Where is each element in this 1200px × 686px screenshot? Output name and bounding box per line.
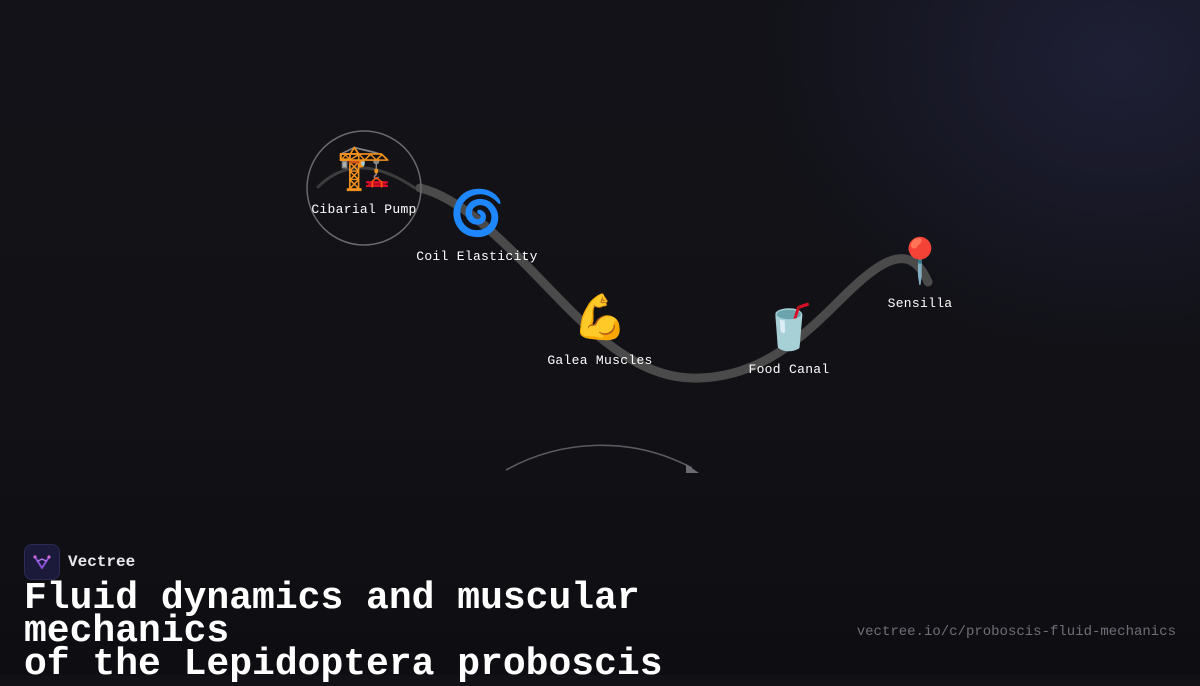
flexed-biceps-icon: 💪 bbox=[573, 292, 628, 343]
brand-name: Vectree bbox=[68, 553, 136, 571]
cyclone-icon: 🌀 bbox=[450, 186, 505, 239]
node-sensilla[interactable]: 📍 Sensilla bbox=[888, 236, 953, 311]
page-title: Fluid dynamics and muscular mechanics of… bbox=[24, 580, 844, 684]
proboscis-path-start bbox=[316, 166, 417, 190]
brand[interactable]: Vectree bbox=[24, 544, 135, 580]
node-food-canal[interactable]: 🥤 Food Canal bbox=[748, 302, 829, 377]
vectree-logo-icon bbox=[24, 544, 60, 580]
node-highlight-ring bbox=[306, 130, 422, 246]
proboscis-path bbox=[415, 183, 933, 383]
node-label-food-canal: Food Canal bbox=[748, 362, 829, 377]
title-line-1: Fluid dynamics and muscular mechanics bbox=[24, 577, 640, 653]
node-galea-muscles[interactable]: 💪 Galea Muscles bbox=[547, 292, 652, 368]
location-pin-icon: 📍 bbox=[893, 236, 948, 287]
node-label-cibarial-pump: Cibarial Pump bbox=[311, 202, 416, 217]
flow-arrow bbox=[505, 444, 693, 471]
node-label-sensilla: Sensilla bbox=[888, 296, 953, 311]
source-url[interactable]: vectree.io/c/proboscis-fluid-mechanics bbox=[856, 624, 1176, 640]
node-label-coil-elasticity: Coil Elasticity bbox=[416, 249, 538, 264]
construction-crane-icon: 🏗️ bbox=[337, 142, 392, 193]
flow-arrow-head bbox=[686, 464, 699, 473]
node-cibarial-pump[interactable]: 🏗️ Cibarial Pump bbox=[306, 130, 422, 246]
node-coil-elasticity[interactable]: 🌀 Coil Elasticity bbox=[416, 186, 538, 264]
node-label-galea-muscles: Galea Muscles bbox=[547, 353, 652, 368]
title-line-2: of the Lepidoptera proboscis bbox=[24, 643, 663, 686]
cup-with-straw-icon: 🥤 bbox=[762, 302, 817, 353]
